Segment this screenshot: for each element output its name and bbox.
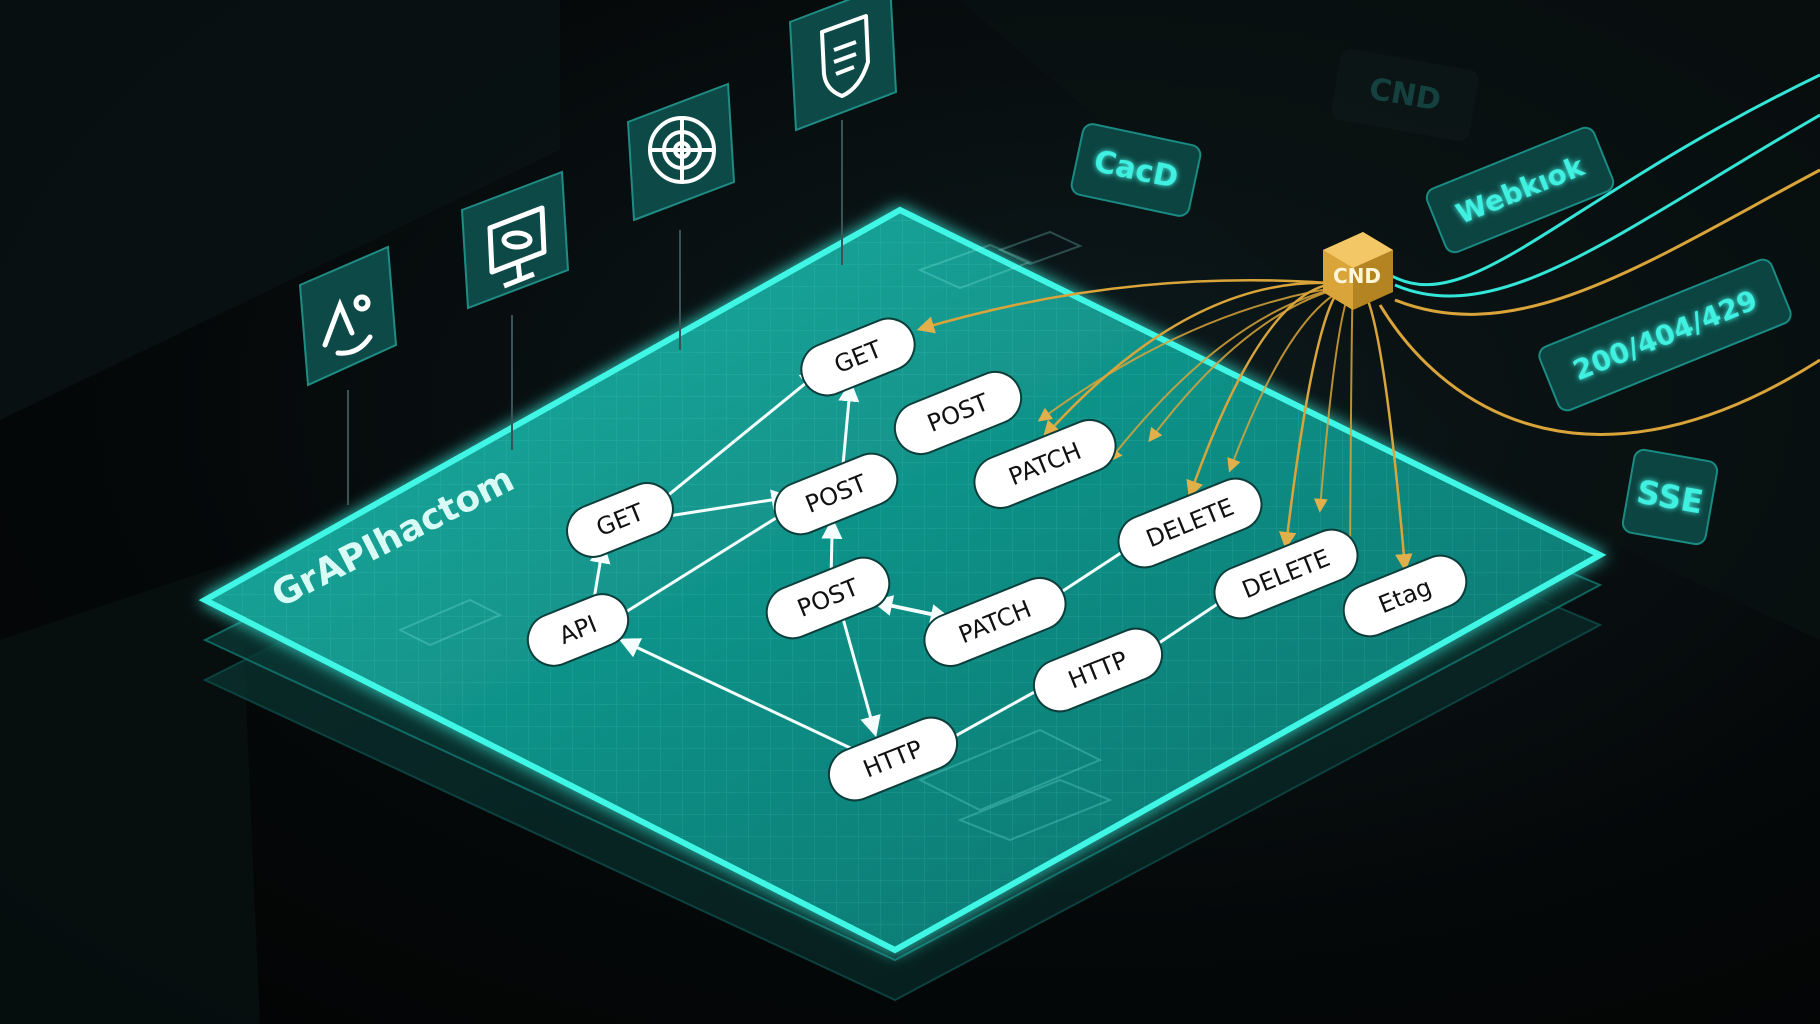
node-shape bbox=[1032, 627, 1164, 713]
edge-http_low-api bbox=[618, 638, 857, 753]
node-shape bbox=[773, 452, 899, 536]
outbound-cables bbox=[1378, 73, 1820, 436]
hub-edge-get_top bbox=[916, 278, 1354, 334]
node-shape bbox=[526, 593, 630, 667]
node-shape bbox=[893, 371, 1023, 455]
hub-edge-patch_top bbox=[1042, 281, 1354, 439]
shield-icon bbox=[788, 0, 898, 132]
face-icon bbox=[298, 245, 398, 387]
node-get_left: GET bbox=[566, 482, 674, 558]
node-patch_top: PATCH bbox=[973, 419, 1117, 509]
graph-panel bbox=[198, 206, 1607, 954]
node-http_low: HTTP bbox=[827, 716, 959, 802]
node-shape bbox=[1213, 528, 1359, 620]
node-shape bbox=[1342, 554, 1468, 638]
node-get_top: GET bbox=[800, 317, 916, 397]
cdn-hub: CND bbox=[1323, 232, 1393, 310]
node-shape bbox=[1117, 477, 1263, 569]
node-post_mid: POST bbox=[773, 452, 899, 536]
node-post_low: POST bbox=[765, 556, 891, 640]
floating-label-sse: SSE bbox=[1621, 448, 1719, 546]
floating-label-ghost: CND bbox=[1331, 48, 1479, 142]
node-api: API bbox=[526, 593, 630, 667]
hub-fan-line bbox=[1108, 284, 1354, 463]
node-shape bbox=[566, 482, 674, 558]
edge-post_mid-get_top bbox=[838, 380, 860, 473]
node-http_mid: HTTP bbox=[1032, 627, 1164, 713]
edge-get_left-get_top bbox=[652, 370, 822, 509]
node-shape bbox=[765, 556, 891, 640]
floating-label-cacd: CacD bbox=[1070, 123, 1202, 217]
node-shape bbox=[800, 317, 916, 397]
edge-post_low-post_mid bbox=[821, 517, 843, 577]
node-shape bbox=[973, 419, 1117, 509]
node-patch_low: PATCH bbox=[923, 577, 1067, 667]
globe-icon bbox=[626, 82, 736, 222]
edge-api-post_mid bbox=[612, 504, 798, 622]
node-shape bbox=[827, 716, 959, 802]
node-etag: Etag bbox=[1342, 554, 1468, 638]
edge-get_left-post_mid bbox=[659, 489, 793, 519]
hub-fan-line bbox=[1037, 284, 1354, 422]
node-shape bbox=[923, 577, 1067, 667]
monitor-icon bbox=[460, 170, 570, 310]
cdn-hub-label: CND bbox=[1333, 264, 1381, 288]
icon-posts bbox=[347, 120, 843, 505]
edge-post_low-http_low bbox=[841, 617, 881, 738]
node-post_top: POST bbox=[893, 371, 1023, 455]
